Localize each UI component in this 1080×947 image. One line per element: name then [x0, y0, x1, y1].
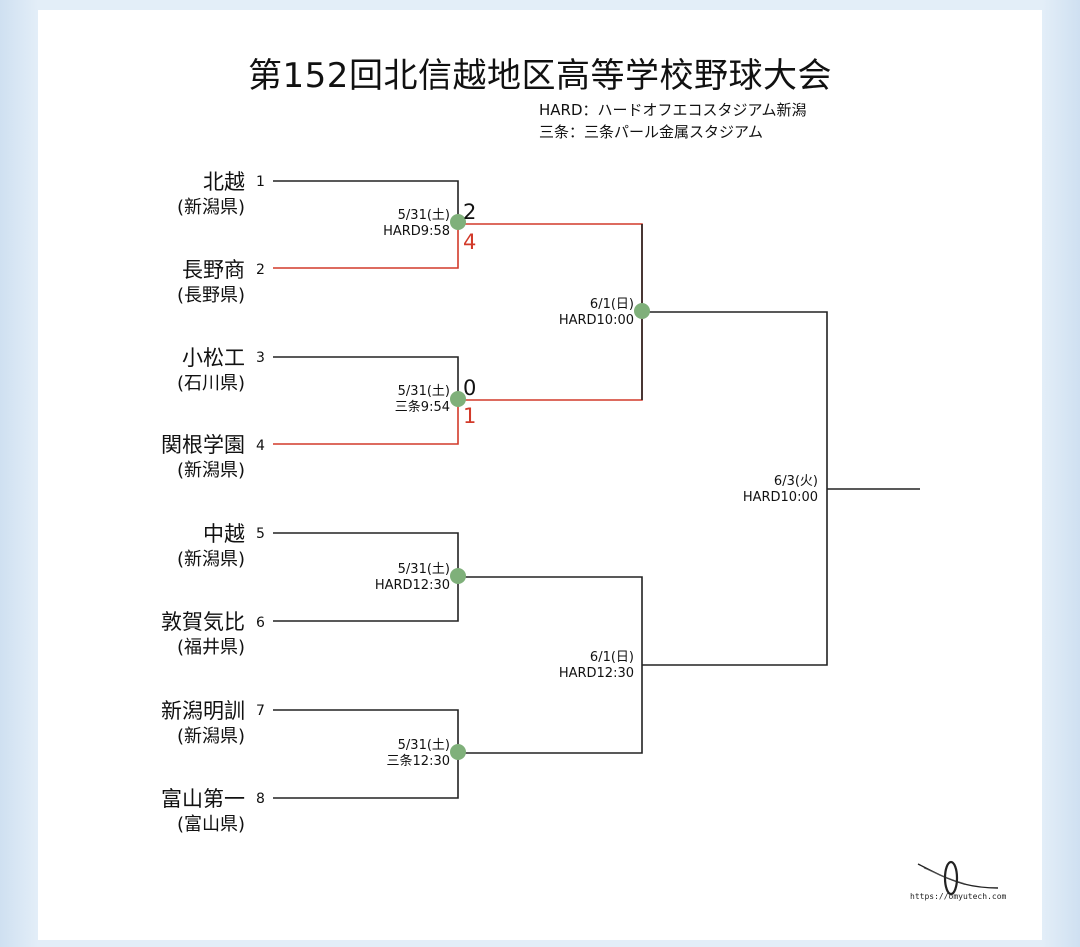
seed-number-3: 3 — [256, 350, 265, 366]
bracket-line-seed4 — [273, 402, 459, 445]
team-name: 敦賀気比 — [161, 610, 245, 634]
team-name: 中越 — [203, 522, 245, 546]
tournament-title: 第152回北信越地区高等学校野球大会 — [248, 56, 832, 96]
team-entry-3: 小松工 (石川県) — [177, 346, 245, 395]
bracket-line-seed2 — [273, 225, 459, 269]
score-m2-top: 0 — [463, 376, 477, 400]
match-venue-time: HARD10:00 — [742, 490, 818, 505]
venue-legend-hard: HARD：ハードオフエコスタジアム新潟 — [539, 101, 807, 119]
team-entry-7: 新潟明訓 (新潟県) — [161, 699, 245, 748]
content-panel — [38, 10, 1042, 940]
team-name: 小松工 — [182, 346, 245, 370]
match-venue-time: HARD12:30 — [558, 666, 634, 681]
match-time-final: 6/3(火) HARD10:00 — [743, 474, 818, 506]
score-m1-bottom: 4 — [463, 230, 477, 254]
venue-legend-sanjo: 三条：三条パール金属スタジアム — [539, 123, 763, 141]
team-prefecture: (長野県) — [176, 285, 245, 306]
bracket-line-seed3 — [273, 356, 459, 397]
match-date: 6/1(日) — [589, 297, 634, 312]
team-name: 新潟明訓 — [161, 699, 245, 723]
team-name: 富山第一 — [161, 787, 245, 811]
team-prefecture: (新潟県) — [176, 549, 245, 570]
seed-number-4: 4 — [256, 438, 265, 454]
match-time-r1-2: 5/31(土) 三条9:54 — [395, 384, 450, 416]
match-venue-time: 三条9:54 — [394, 400, 450, 415]
seed-number-6: 6 — [256, 615, 265, 631]
match-node-1 — [450, 214, 466, 230]
team-prefecture: (富山県) — [176, 814, 245, 835]
team-prefecture: (石川県) — [176, 373, 245, 394]
match-date: 6/1(日) — [589, 650, 634, 665]
match-time-r1-1: 5/31(土) HARD9:58 — [383, 208, 450, 240]
match-node-3 — [450, 568, 466, 584]
team-entry-1: 北越 (新潟県) — [177, 170, 245, 219]
seed-number-8: 8 — [256, 791, 265, 807]
seed-number-2: 2 — [256, 262, 265, 278]
score-m1-top: 2 — [463, 200, 477, 224]
match-venue-time: 三条12:30 — [386, 754, 450, 769]
match-time-r2-2: 6/1(日) HARD12:30 — [559, 650, 634, 682]
match-venue-time: HARD9:58 — [383, 224, 450, 239]
match-date: 5/31(土) — [397, 208, 450, 223]
team-entry-5: 中越 (新潟県) — [177, 522, 245, 571]
match-date: 5/31(土) — [397, 738, 450, 753]
match-node-2 — [450, 391, 466, 407]
match-venue-time: HARD12:30 — [374, 578, 450, 593]
team-name: 長野商 — [182, 258, 245, 282]
site-logo-icon — [917, 860, 999, 896]
team-prefecture: (福井県) — [176, 637, 245, 658]
match-node-4 — [450, 744, 466, 760]
seed-number-5: 5 — [256, 526, 265, 542]
site-url: https://omyutech.com — [910, 892, 1007, 901]
match-date: 5/31(土) — [397, 384, 450, 399]
match-time-r2-1: 6/1(日) HARD10:00 — [559, 297, 634, 329]
team-prefecture: (新潟県) — [176, 726, 245, 747]
team-name: 関根学園 — [161, 433, 245, 457]
match-venue-time: HARD10:00 — [558, 313, 634, 328]
team-name: 北越 — [203, 170, 245, 194]
team-prefecture: (新潟県) — [176, 460, 245, 481]
bracket-line-seed1 — [273, 180, 459, 220]
match-date: 6/3(火) — [773, 474, 818, 489]
team-entry-8: 富山第一 (富山県) — [161, 787, 245, 836]
seed-number-7: 7 — [256, 703, 265, 719]
team-prefecture: (新潟県) — [176, 197, 245, 218]
seed-number-1: 1 — [256, 174, 265, 190]
team-entry-2: 長野商 (長野県) — [177, 258, 245, 307]
match-time-r1-4: 5/31(土) 三条12:30 — [387, 738, 450, 770]
match-time-r1-3: 5/31(土) HARD12:30 — [375, 562, 450, 594]
match-node-semi-1 — [634, 303, 650, 319]
team-entry-6: 敦賀気比 (福井県) — [161, 610, 245, 659]
match-date: 5/31(土) — [397, 562, 450, 577]
team-entry-4: 関根学園 (新潟県) — [161, 433, 245, 482]
score-m2-bottom: 1 — [463, 404, 477, 428]
